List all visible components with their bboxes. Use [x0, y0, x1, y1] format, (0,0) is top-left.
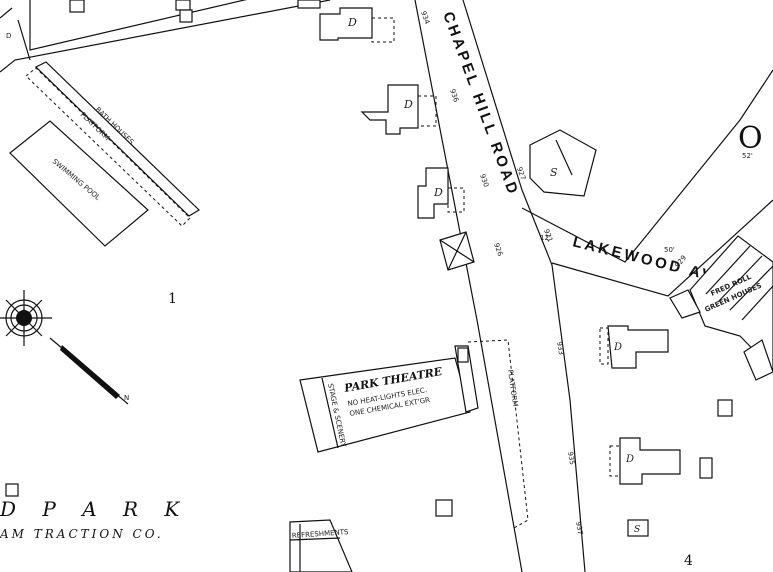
shed: [5, 483, 19, 497]
svg-text:S: S: [634, 525, 640, 535]
swimming-pool: [9, 120, 149, 247]
dwelling: D: [319, 7, 395, 43]
house-number: 935: [566, 451, 576, 466]
svg-text:D: D: [613, 342, 622, 353]
fred-roll-green-houses: [669, 235, 773, 381]
railroad-line: [0, 7, 13, 19]
small-shed: [69, 0, 85, 13]
house-number: 930: [478, 173, 490, 188]
dwelling: D: [360, 84, 437, 135]
outbuilding: [717, 399, 733, 417]
svg-text:D: D: [433, 186, 443, 199]
dwelling: D: [417, 167, 465, 219]
chapel-hill-road-east-edge: [462, 0, 586, 572]
small-shed: [297, 0, 321, 9]
dimension-label: 12': [540, 234, 551, 242]
house-number: 936: [448, 88, 460, 104]
small-shed: [175, 0, 191, 11]
chapel-hill-road-label: CHAPEL HILL ROAD: [439, 10, 522, 199]
shed: [435, 499, 453, 517]
small-shed: [179, 9, 193, 23]
dwelling: [439, 231, 475, 271]
dimension-label: 50': [664, 246, 675, 254]
lakewood-av-north-edge: [521, 69, 773, 263]
lakewood-av-label: LAKEWOOD AV.: [571, 233, 722, 286]
house-number: 933: [555, 341, 565, 356]
platform-outline: [25, 67, 191, 227]
property-line: [29, 0, 247, 51]
compass-rose: N: [0, 290, 129, 405]
svg-text:D: D: [347, 16, 357, 29]
house-number: 937: [574, 521, 584, 536]
dwelling: D: [599, 325, 669, 369]
park-lettering: D P A R K: [0, 497, 189, 521]
svg-text:REFRESHMENTS: REFRESHMENTS: [292, 528, 350, 540]
chapel-hill-road-west-edge: [414, 0, 523, 572]
property-line: [17, 19, 31, 61]
svg-text:N: N: [124, 394, 129, 402]
corner-letter-o: O: [738, 121, 763, 156]
bath-houses-building: [34, 61, 200, 217]
map-mark: D: [6, 32, 11, 40]
svg-text:D: D: [403, 98, 413, 111]
svg-text:D: D: [625, 454, 634, 465]
house-number: 926: [492, 242, 504, 258]
property-line: [0, 0, 331, 73]
park-theatre: [299, 339, 529, 529]
block-number-1: 1: [168, 291, 177, 307]
refreshments-stand: REFRESHMENTS: [289, 519, 353, 572]
dwelling: D: [609, 437, 681, 485]
house-number: 934: [419, 10, 431, 26]
outbuilding: [699, 457, 713, 479]
traction-company-lettering: AM TRACTION CO.: [0, 527, 164, 541]
dimension-label: 52': [742, 152, 753, 160]
lakewood-av-south-edge: [551, 199, 773, 297]
block-number-4: 4: [684, 553, 693, 569]
platform-right-label: PLATFORM: [506, 369, 519, 407]
dwelling: S: [627, 519, 649, 537]
svg-text:S: S: [550, 166, 558, 179]
dwelling: S: [529, 129, 597, 197]
